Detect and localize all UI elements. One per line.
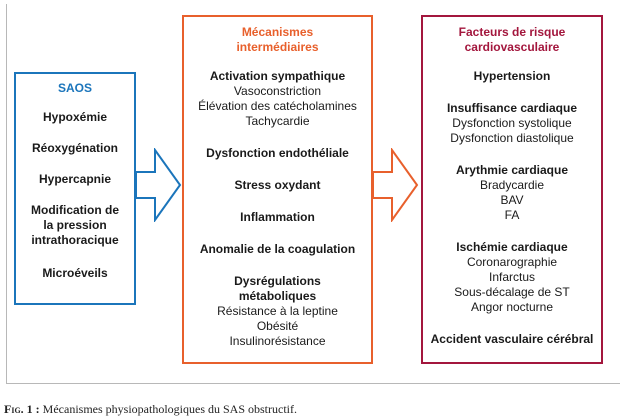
mechanism-heading: Anomalie de la coagulation	[199, 242, 356, 256]
mechanism-sub: Tachycardie	[245, 114, 310, 128]
risk-heading: Arythmie cardiaque	[455, 163, 569, 177]
risk-sub: BAV	[500, 193, 524, 207]
mechanism-heading: Dysfonction endothéliale	[206, 146, 349, 160]
risk-factors-box: Facteurs de risque cardiovasculaire Hype…	[421, 15, 603, 364]
saos-item: Modification de la pression intrathoraci…	[31, 203, 119, 247]
risk-heading: Accident vasculaire cérébral	[430, 332, 594, 346]
mechanism-group: Dysrégulations métaboliques Résistance à…	[184, 274, 371, 349]
mechanisms-title: Mécanismes intermédiaires	[236, 25, 319, 54]
risk-heading: Ischémie cardiaque	[456, 240, 568, 254]
mechanism-heading: Inflammation	[240, 210, 315, 224]
risk-sub: Dysfonction diastolique	[450, 131, 574, 145]
mechanism-heading: Dysrégulations métaboliques	[234, 274, 321, 303]
mechanism-group: Anomalie de la coagulation	[184, 242, 371, 257]
risk-sub: Dysfonction systolique	[452, 116, 572, 130]
saos-item: Microéveils	[42, 266, 108, 280]
risk-sub: Bradycardie	[479, 178, 545, 192]
caption-text: Mécanismes physiopathologiques du SAS ob…	[42, 402, 297, 416]
mechanism-group: Dysfonction endothéliale	[184, 146, 371, 161]
risk-sub: Coronarographie	[466, 255, 558, 269]
saos-item: Réoxygénation	[31, 141, 118, 155]
mechanism-sub: Élévation des catécholamines	[198, 99, 357, 113]
saos-title: SAOS	[57, 81, 92, 95]
risk-sub: Infarctus	[488, 270, 536, 284]
mechanism-heading: Activation sympathique	[209, 69, 346, 83]
risk-heading: Insuffisance cardiaque	[446, 101, 578, 115]
mechanism-group: Inflammation	[184, 210, 371, 225]
saos-box: SAOS Hypoxémie Réoxygénation Hypercapnie…	[14, 72, 136, 305]
risk-group: Arythmie cardiaque Bradycardie BAV FA	[423, 163, 601, 223]
figure-frame	[6, 4, 620, 384]
saos-item: Hypoxémie	[42, 110, 108, 124]
risk-group: Insuffisance cardiaque Dysfonction systo…	[423, 101, 601, 146]
mechanism-sub: Insulinorésistance	[229, 334, 326, 348]
mechanism-sub: Vasoconstriction	[233, 84, 322, 98]
caption-label: Fig. 1 :	[4, 402, 40, 416]
saos-item: Hypercapnie	[38, 172, 112, 186]
risk-group: Ischémie cardiaque Coronarographie Infar…	[423, 240, 601, 315]
risk-heading: Hypertension	[473, 69, 551, 83]
mechanism-group: Activation sympathique Vasoconstriction …	[184, 69, 371, 129]
mechanisms-box: Mécanismes intermédiaires Activation sym…	[182, 15, 373, 364]
mechanism-sub: Obésité	[256, 319, 299, 333]
arrow-saos-to-mechanisms	[135, 148, 182, 222]
risk-sub: Sous-décalage de ST	[454, 285, 570, 299]
arrow-mechanisms-to-risk	[372, 148, 419, 222]
mechanism-heading: Stress oxydant	[234, 178, 321, 192]
mechanism-sub: Résistance à la leptine	[217, 304, 338, 318]
risk-group: Accident vasculaire cérébral	[423, 332, 601, 347]
figure-caption: Fig. 1 : Mécanismes physiopathologiques …	[4, 402, 297, 417]
risk-title: Facteurs de risque cardiovasculaire	[458, 25, 566, 54]
risk-sub: Angor nocturne	[470, 300, 554, 314]
risk-group: Hypertension	[423, 69, 601, 84]
risk-sub: FA	[504, 208, 520, 222]
mechanism-group: Stress oxydant	[184, 178, 371, 193]
